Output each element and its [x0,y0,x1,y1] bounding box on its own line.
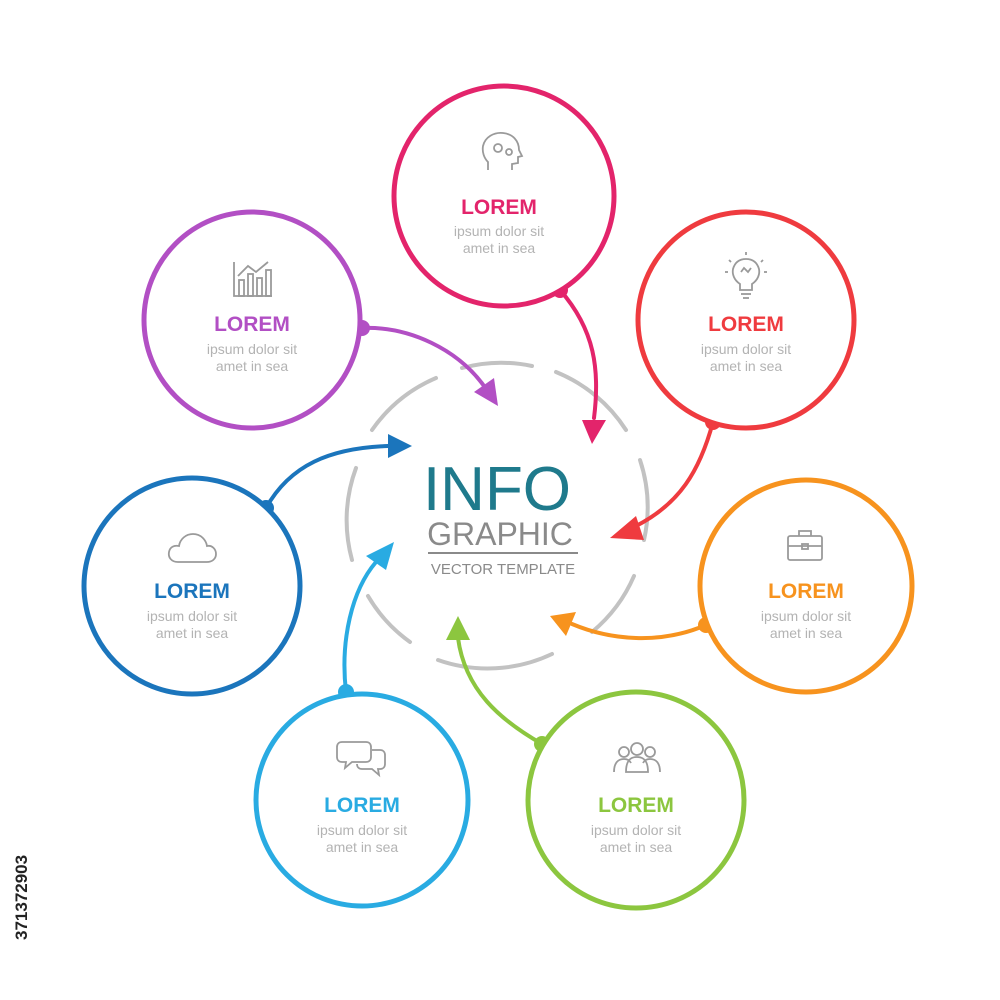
node-bottom-right-title: LOREM [598,794,674,817]
arrow-bottom-right-head [446,616,470,640]
node-top-left-ring [141,209,363,431]
node-bottom-right-line1: ipsum dolor sit [591,822,681,838]
center-title-group: INFO GRAPHIC VECTOR TEMPLATE [423,455,578,578]
node-top-right-line1: ipsum dolor sit [701,341,791,357]
node-left-line2: amet in sea [156,625,229,641]
node-top-right: LOREM ipsum dolor sit amet in sea [635,209,857,431]
bar-chart-icon [233,261,272,297]
node-right: LOREM ipsum dolor sit amet in sea [697,477,915,695]
node-top-left-line2: amet in sea [216,358,289,374]
arrow-bottom-right [456,636,544,746]
node-top-right-ring [635,209,857,431]
arrow-top-head [582,420,606,444]
node-right-line1: ipsum dolor sit [761,608,851,624]
people-group-icon [613,742,661,773]
node-left-title: LOREM [154,580,230,603]
head-gears-icon [481,132,524,170]
center-title: INFO [423,455,571,524]
node-left: LOREM ipsum dolor sit amet in sea [81,475,303,697]
cloud-icon [167,533,217,563]
arrow-left [264,444,390,510]
node-top-left: LOREM ipsum dolor sit amet in sea [141,209,363,431]
arrow-top-right-head [610,516,644,540]
node-right-title: LOREM [768,580,844,603]
node-left-ring [81,475,303,697]
node-top: LOREM ipsum dolor sit amet in sea [391,83,617,309]
node-bottom-right: LOREM ipsum dolor sit amet in sea [525,689,747,911]
arrow-right [570,622,708,640]
light-bulb-icon [725,252,767,299]
node-bottom-left-line1: ipsum dolor sit [317,822,407,838]
node-top-ring [391,83,617,309]
chat-bubbles-icon [336,741,386,778]
arrow-left-head [388,434,412,458]
center-ring-segment [460,360,534,370]
center-ring-segment [366,594,412,644]
node-bottom-left: LOREM ipsum dolor sit amet in sea [253,691,471,909]
node-right-line2: amet in sea [770,625,843,641]
arrow-bottom-left-head [366,542,394,570]
node-left-line1: ipsum dolor sit [147,608,237,624]
arrow-right-head [550,612,576,636]
center-ring-segment [590,574,636,634]
node-bottom-right-line2: amet in sea [600,839,673,855]
arrow-top-left-head [474,378,498,406]
node-top-right-line2: amet in sea [710,358,783,374]
node-right-ring [697,477,915,695]
node-bottom-right-ring [525,689,747,911]
node-top-line1: ipsum dolor sit [454,223,544,239]
side-id-text: 371372903 [12,855,31,940]
node-top-line2: amet in sea [463,240,536,256]
node-bottom-left-title: LOREM [324,794,400,817]
center-subtitle: GRAPHIC [427,516,573,552]
center-tagline: VECTOR TEMPLATE [431,561,575,578]
center-ring-segment [370,376,438,432]
center-ring-segment [638,458,650,542]
node-top-left-line1: ipsum dolor sit [207,341,297,357]
node-top-left-title: LOREM [214,313,290,336]
node-top-title: LOREM [461,196,537,219]
arrow-top [558,288,599,420]
node-bottom-left-line2: amet in sea [326,839,399,855]
node-bottom-left-ring [253,691,471,909]
center-ring-segment [344,466,358,562]
briefcase-icon [787,530,823,561]
center-ring [344,360,650,671]
arrow-top-right [630,420,715,530]
node-top-right-title: LOREM [708,313,784,336]
arrow-bottom-left [342,560,378,694]
arrow-top-left [360,325,486,388]
center-ring-segment [436,652,554,671]
